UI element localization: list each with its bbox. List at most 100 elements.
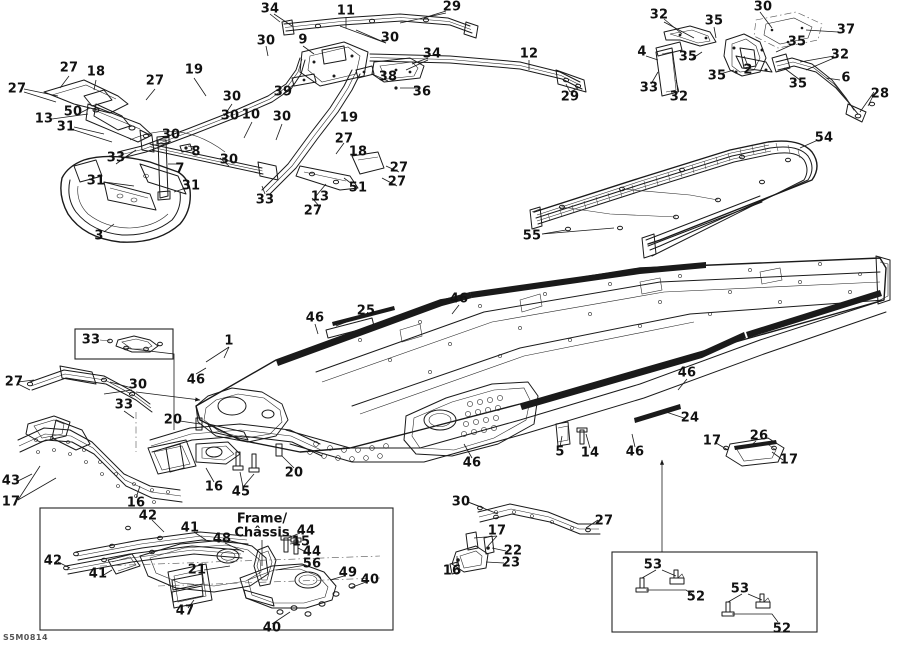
callout-17: 17	[779, 452, 799, 468]
callout-32: 32	[830, 47, 850, 63]
callout-29: 29	[560, 89, 580, 105]
callout-30: 30	[222, 89, 242, 105]
callout-11: 11	[336, 3, 356, 19]
callout-35: 35	[787, 34, 807, 50]
callout-46: 46	[186, 372, 206, 388]
callout-17: 17	[487, 523, 507, 539]
callout-30: 30	[256, 33, 276, 49]
callout-41: 41	[88, 566, 108, 582]
callout-17: 17	[702, 433, 722, 449]
callout-32: 32	[649, 7, 669, 23]
callout-30: 30	[128, 377, 148, 393]
callout-27: 27	[59, 60, 79, 76]
callout-27: 27	[334, 131, 354, 147]
callout-47: 47	[175, 603, 195, 619]
callout-3: 3	[94, 228, 104, 244]
callout-33: 33	[255, 192, 275, 208]
callout-8: 8	[191, 144, 201, 160]
callout-39: 39	[273, 84, 293, 100]
callout-7: 7	[175, 161, 185, 177]
callout-13: 13	[310, 189, 330, 205]
callout-40: 40	[262, 620, 282, 636]
callout-44: 44	[302, 544, 322, 560]
callout-23: 23	[501, 555, 521, 571]
callout-12: 12	[519, 46, 539, 62]
callout-32: 32	[669, 89, 689, 105]
callout-53: 53	[730, 581, 750, 597]
callout-53: 53	[643, 557, 663, 573]
callout-56: 56	[302, 556, 322, 572]
callout-35: 35	[788, 76, 808, 92]
callout-40: 40	[360, 572, 380, 588]
sheet-id-code: S5M0814	[3, 633, 49, 642]
callout-38: 38	[378, 69, 398, 85]
callout-30: 30	[220, 108, 240, 124]
callout-35: 35	[678, 49, 698, 65]
callout-46: 46	[677, 365, 697, 381]
callout-46: 46	[449, 291, 469, 307]
callout-6: 6	[841, 70, 851, 86]
callout-27: 27	[389, 160, 409, 176]
callout-13: 13	[34, 111, 54, 127]
callout-46: 46	[462, 455, 482, 471]
callout-30: 30	[161, 127, 181, 143]
callout-52: 52	[686, 589, 706, 605]
callout-18: 18	[86, 64, 106, 80]
callout-34: 34	[422, 46, 442, 62]
callout-14: 14	[580, 445, 600, 461]
callout-31: 31	[56, 119, 76, 135]
callout-49: 49	[338, 565, 358, 581]
callout-43: 43	[1, 473, 21, 489]
callout-5: 5	[555, 444, 565, 460]
callout-16: 16	[442, 563, 462, 579]
callout-41: 41	[180, 520, 200, 536]
callout-19: 19	[339, 110, 359, 126]
callout-50: 50	[63, 104, 83, 120]
callout-33: 33	[81, 332, 101, 348]
callout-42: 42	[138, 508, 158, 524]
callout-16: 16	[126, 495, 146, 511]
callout-30: 30	[380, 30, 400, 46]
callout-30: 30	[219, 152, 239, 168]
callout-19: 19	[184, 62, 204, 78]
callout-10: 10	[241, 107, 261, 123]
callout-20: 20	[163, 412, 183, 428]
callout-35: 35	[704, 13, 724, 29]
callout-46: 46	[625, 444, 645, 460]
callout-42: 42	[43, 553, 63, 569]
callout-33: 33	[639, 80, 659, 96]
callout-37: 37	[836, 22, 856, 38]
callout-16: 16	[204, 479, 224, 495]
callout-15: 15	[291, 534, 311, 550]
callout-1: 1	[224, 333, 234, 349]
callout-22: 22	[503, 543, 523, 559]
callout-55: 55	[522, 228, 542, 244]
callout-30: 30	[451, 494, 471, 510]
callout-24: 24	[680, 410, 700, 426]
callout-34: 34	[260, 1, 280, 17]
callout-27: 27	[303, 203, 323, 219]
callout-30: 30	[272, 109, 292, 125]
callout-44: 44	[296, 523, 316, 539]
callout-31: 31	[181, 178, 201, 194]
callout-46: 46	[305, 310, 325, 326]
callout-20: 20	[284, 465, 304, 481]
callout-27: 27	[594, 513, 614, 529]
callout-9: 9	[298, 32, 308, 48]
callout-29: 29	[442, 0, 462, 15]
callout-27: 27	[4, 374, 24, 390]
callout-35: 35	[707, 68, 727, 84]
callout-25: 25	[356, 303, 376, 319]
inset-title-frame-chassis: Frame/ Châssis	[234, 511, 290, 540]
callout-33: 33	[106, 150, 126, 166]
callout-54: 54	[814, 130, 834, 146]
callout-45: 45	[231, 484, 251, 500]
callout-52: 52	[772, 621, 792, 637]
callout-26: 26	[749, 428, 769, 444]
callout-4: 4	[637, 44, 647, 60]
callout-31: 31	[86, 173, 106, 189]
callout-27: 27	[7, 81, 27, 97]
callout-51: 51	[348, 180, 368, 196]
